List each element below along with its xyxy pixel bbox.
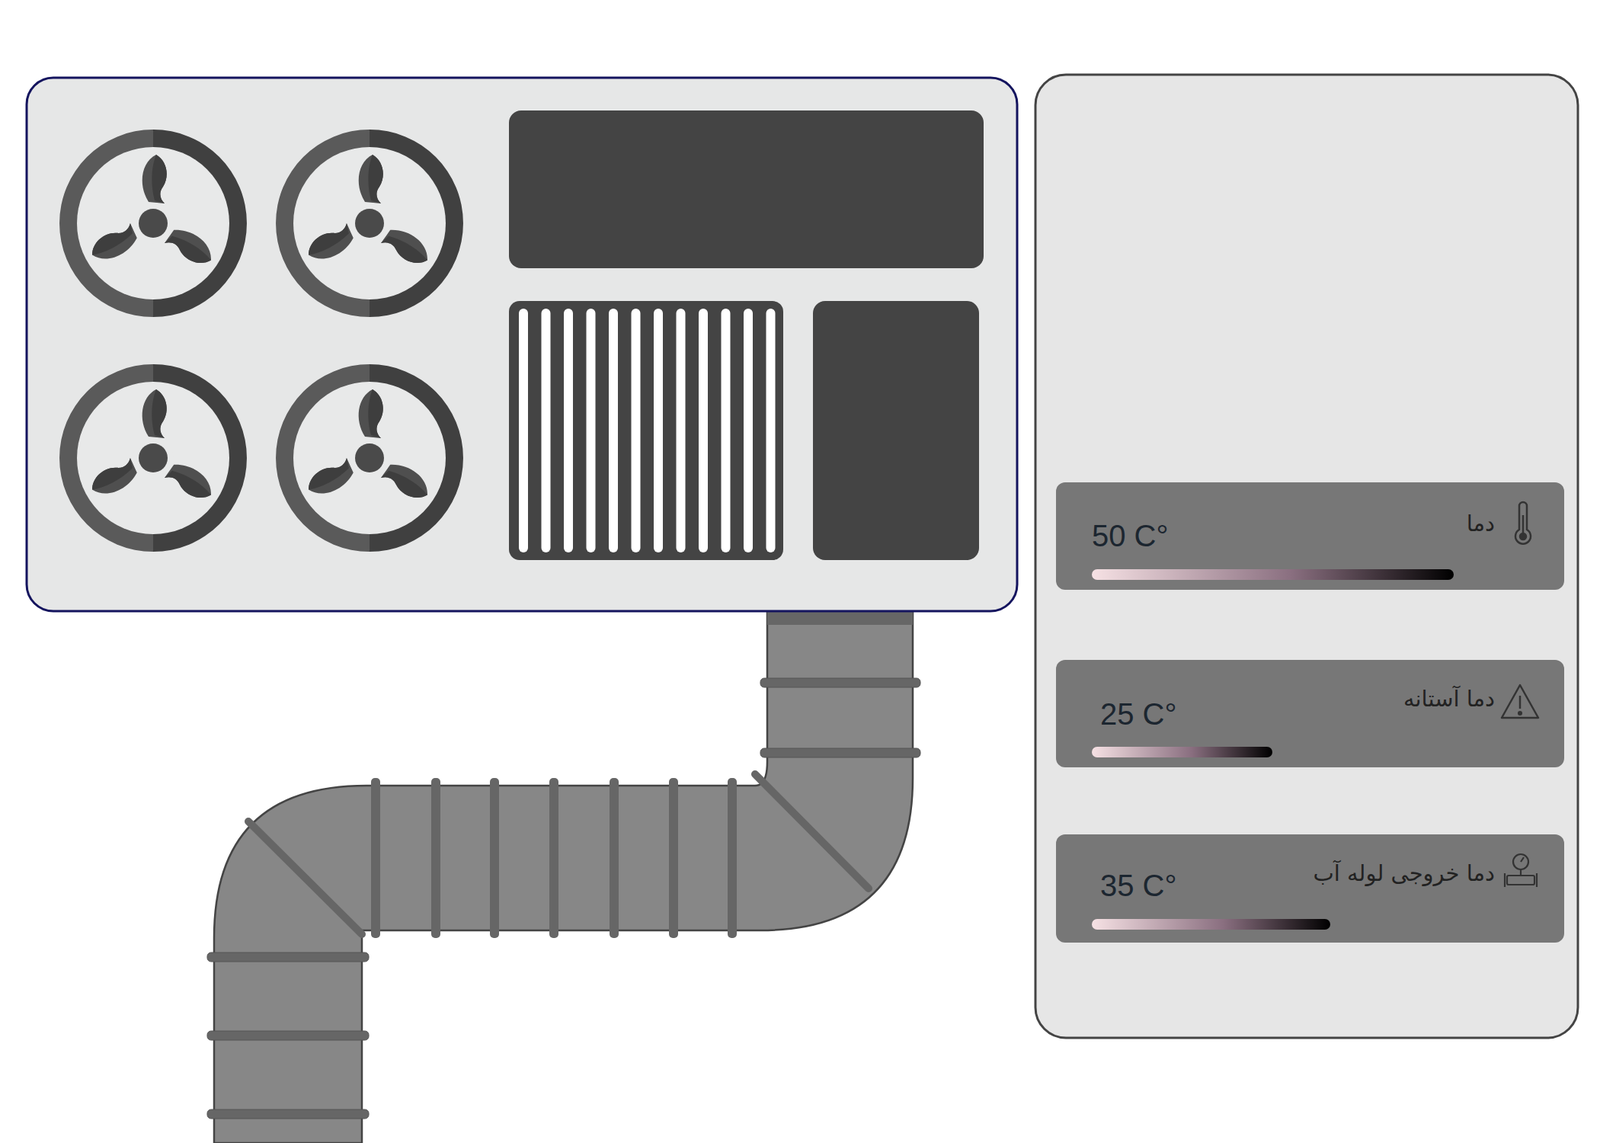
water-pipe <box>207 609 921 1143</box>
status-panel <box>1035 74 1578 1038</box>
sensor-label: دما <box>1466 509 1495 539</box>
temperature-value: 50 C° <box>1091 517 1169 554</box>
level-bar <box>1091 918 1331 930</box>
temperature-value: 35 C° <box>1100 867 1178 904</box>
level-bar <box>1091 746 1273 758</box>
sensor-card: 35 C° دما خروجی لوله آب <box>1056 834 1565 943</box>
level-bar <box>1091 569 1454 580</box>
sensor-card: 50 C° دما <box>1056 482 1565 590</box>
temperature-value: 25 C° <box>1100 695 1178 733</box>
unit-housing <box>26 77 1018 612</box>
sensor-label: دما آستانه <box>1403 684 1495 714</box>
sensor-card: 25 C° دما آستانه <box>1056 659 1565 768</box>
sensor-label: دما خروجی لوله آب <box>1312 859 1495 889</box>
